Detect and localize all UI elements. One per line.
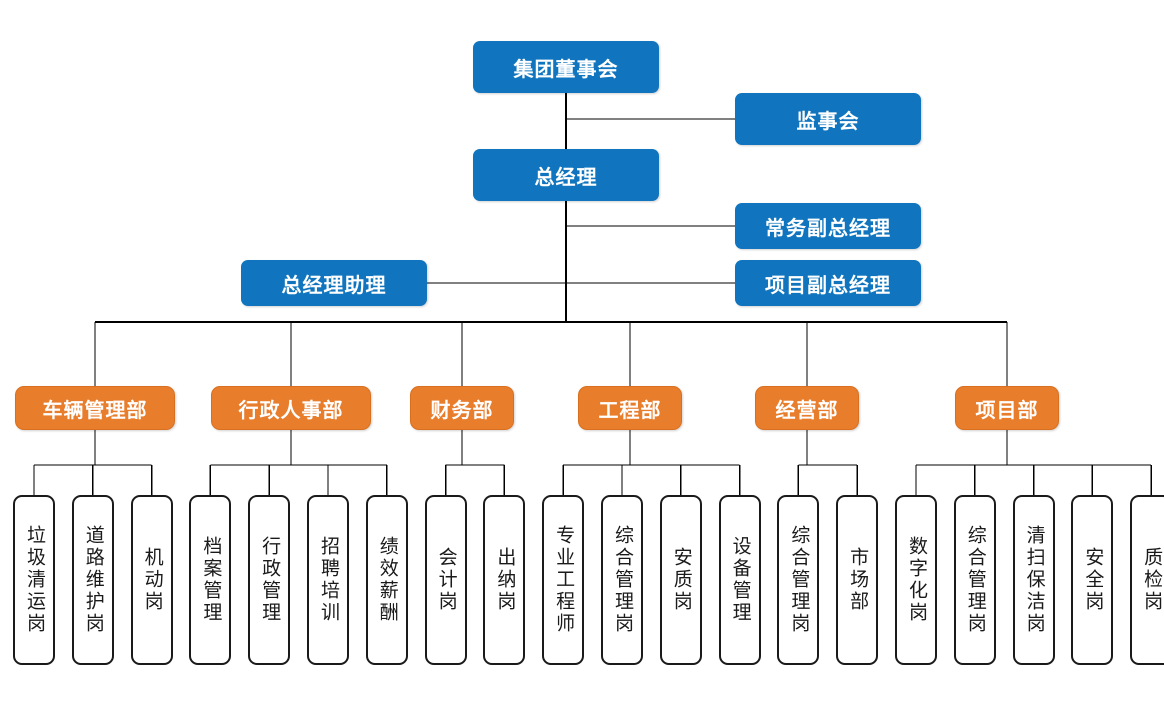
department-engineering[interactable]: 工程部 [578, 386, 682, 430]
node-label: 档案管理 [200, 536, 222, 624]
position-admin-hr-3[interactable]: 绩效薪酬 [365, 495, 408, 665]
node-label: 行政人事部 [238, 399, 344, 422]
node-label: 招聘培训 [317, 536, 339, 624]
department-project[interactable]: 项目部 [955, 386, 1059, 430]
node-label: 综合管理岗 [788, 525, 810, 635]
department-vehicle[interactable]: 车辆管理部 [15, 386, 175, 430]
node-label: 会计岗 [435, 547, 457, 613]
node-label: 机动岗 [141, 547, 163, 613]
node-label: 车辆管理部 [42, 399, 148, 422]
node-label: 财务部 [430, 399, 494, 422]
node-label: 安全岗 [1082, 547, 1104, 613]
position-vehicle-0[interactable]: 垃圾清运岗 [13, 495, 55, 665]
position-vehicle-1[interactable]: 道路维护岗 [71, 495, 114, 665]
position-project-3[interactable]: 安全岗 [1071, 495, 1114, 665]
position-engineering-3[interactable]: 设备管理 [718, 495, 761, 665]
position-vehicle-2[interactable]: 机动岗 [130, 495, 173, 665]
node-board[interactable]: 集团董事会 [473, 41, 659, 93]
node-exec-vice-gm[interactable]: 常务副总经理 [735, 203, 921, 249]
department-operations[interactable]: 经营部 [755, 386, 859, 430]
node-label: 质检岗 [1141, 547, 1163, 613]
node-label: 集团董事会 [513, 58, 619, 81]
node-label: 总经理助理 [281, 274, 387, 297]
position-operations-1[interactable]: 市场部 [836, 495, 879, 665]
node-label: 项目部 [975, 399, 1039, 422]
position-finance-1[interactable]: 出纳岗 [483, 495, 526, 665]
position-operations-0[interactable]: 综合管理岗 [777, 495, 820, 665]
position-admin-hr-0[interactable]: 档案管理 [189, 495, 232, 665]
node-gm-assistant[interactable]: 总经理助理 [241, 260, 427, 306]
position-engineering-0[interactable]: 专业工程师 [542, 495, 585, 665]
position-project-0[interactable]: 数字化岗 [895, 495, 937, 665]
node-label: 安质岗 [670, 547, 692, 613]
node-label: 专业工程师 [553, 525, 575, 635]
node-label: 道路维护岗 [82, 525, 104, 635]
node-label: 清扫保洁岗 [1023, 525, 1045, 635]
position-engineering-1[interactable]: 综合管理岗 [601, 495, 643, 665]
department-finance[interactable]: 财务部 [410, 386, 514, 430]
node-label: 总经理 [534, 166, 598, 189]
node-label: 工程部 [598, 399, 662, 422]
node-label: 综合管理岗 [611, 525, 633, 635]
node-supervisory[interactable]: 监事会 [735, 93, 921, 145]
position-project-1[interactable]: 综合管理岗 [953, 495, 996, 665]
node-label: 数字化岗 [905, 536, 927, 624]
node-label: 综合管理岗 [964, 525, 986, 635]
node-label: 常务副总经理 [765, 217, 891, 240]
node-label: 垃圾清运岗 [23, 525, 45, 635]
position-finance-0[interactable]: 会计岗 [424, 495, 467, 665]
node-label: 行政管理 [259, 536, 281, 624]
position-project-4[interactable]: 质检岗 [1130, 495, 1164, 665]
position-admin-hr-2[interactable]: 招聘培训 [307, 495, 349, 665]
node-label: 经营部 [775, 399, 839, 422]
position-project-2[interactable]: 清扫保洁岗 [1012, 495, 1055, 665]
position-admin-hr-1[interactable]: 行政管理 [248, 495, 291, 665]
position-engineering-2[interactable]: 安质岗 [659, 495, 702, 665]
node-label: 市场部 [847, 547, 869, 613]
node-gm[interactable]: 总经理 [473, 149, 659, 201]
node-project-vice-gm[interactable]: 项目副总经理 [735, 260, 921, 306]
node-label: 绩效薪酬 [376, 536, 398, 624]
node-label: 设备管理 [729, 536, 751, 624]
department-admin-hr[interactable]: 行政人事部 [211, 386, 371, 430]
node-label: 监事会 [796, 110, 860, 133]
node-label: 项目副总经理 [765, 274, 891, 297]
node-label: 出纳岗 [494, 547, 516, 613]
